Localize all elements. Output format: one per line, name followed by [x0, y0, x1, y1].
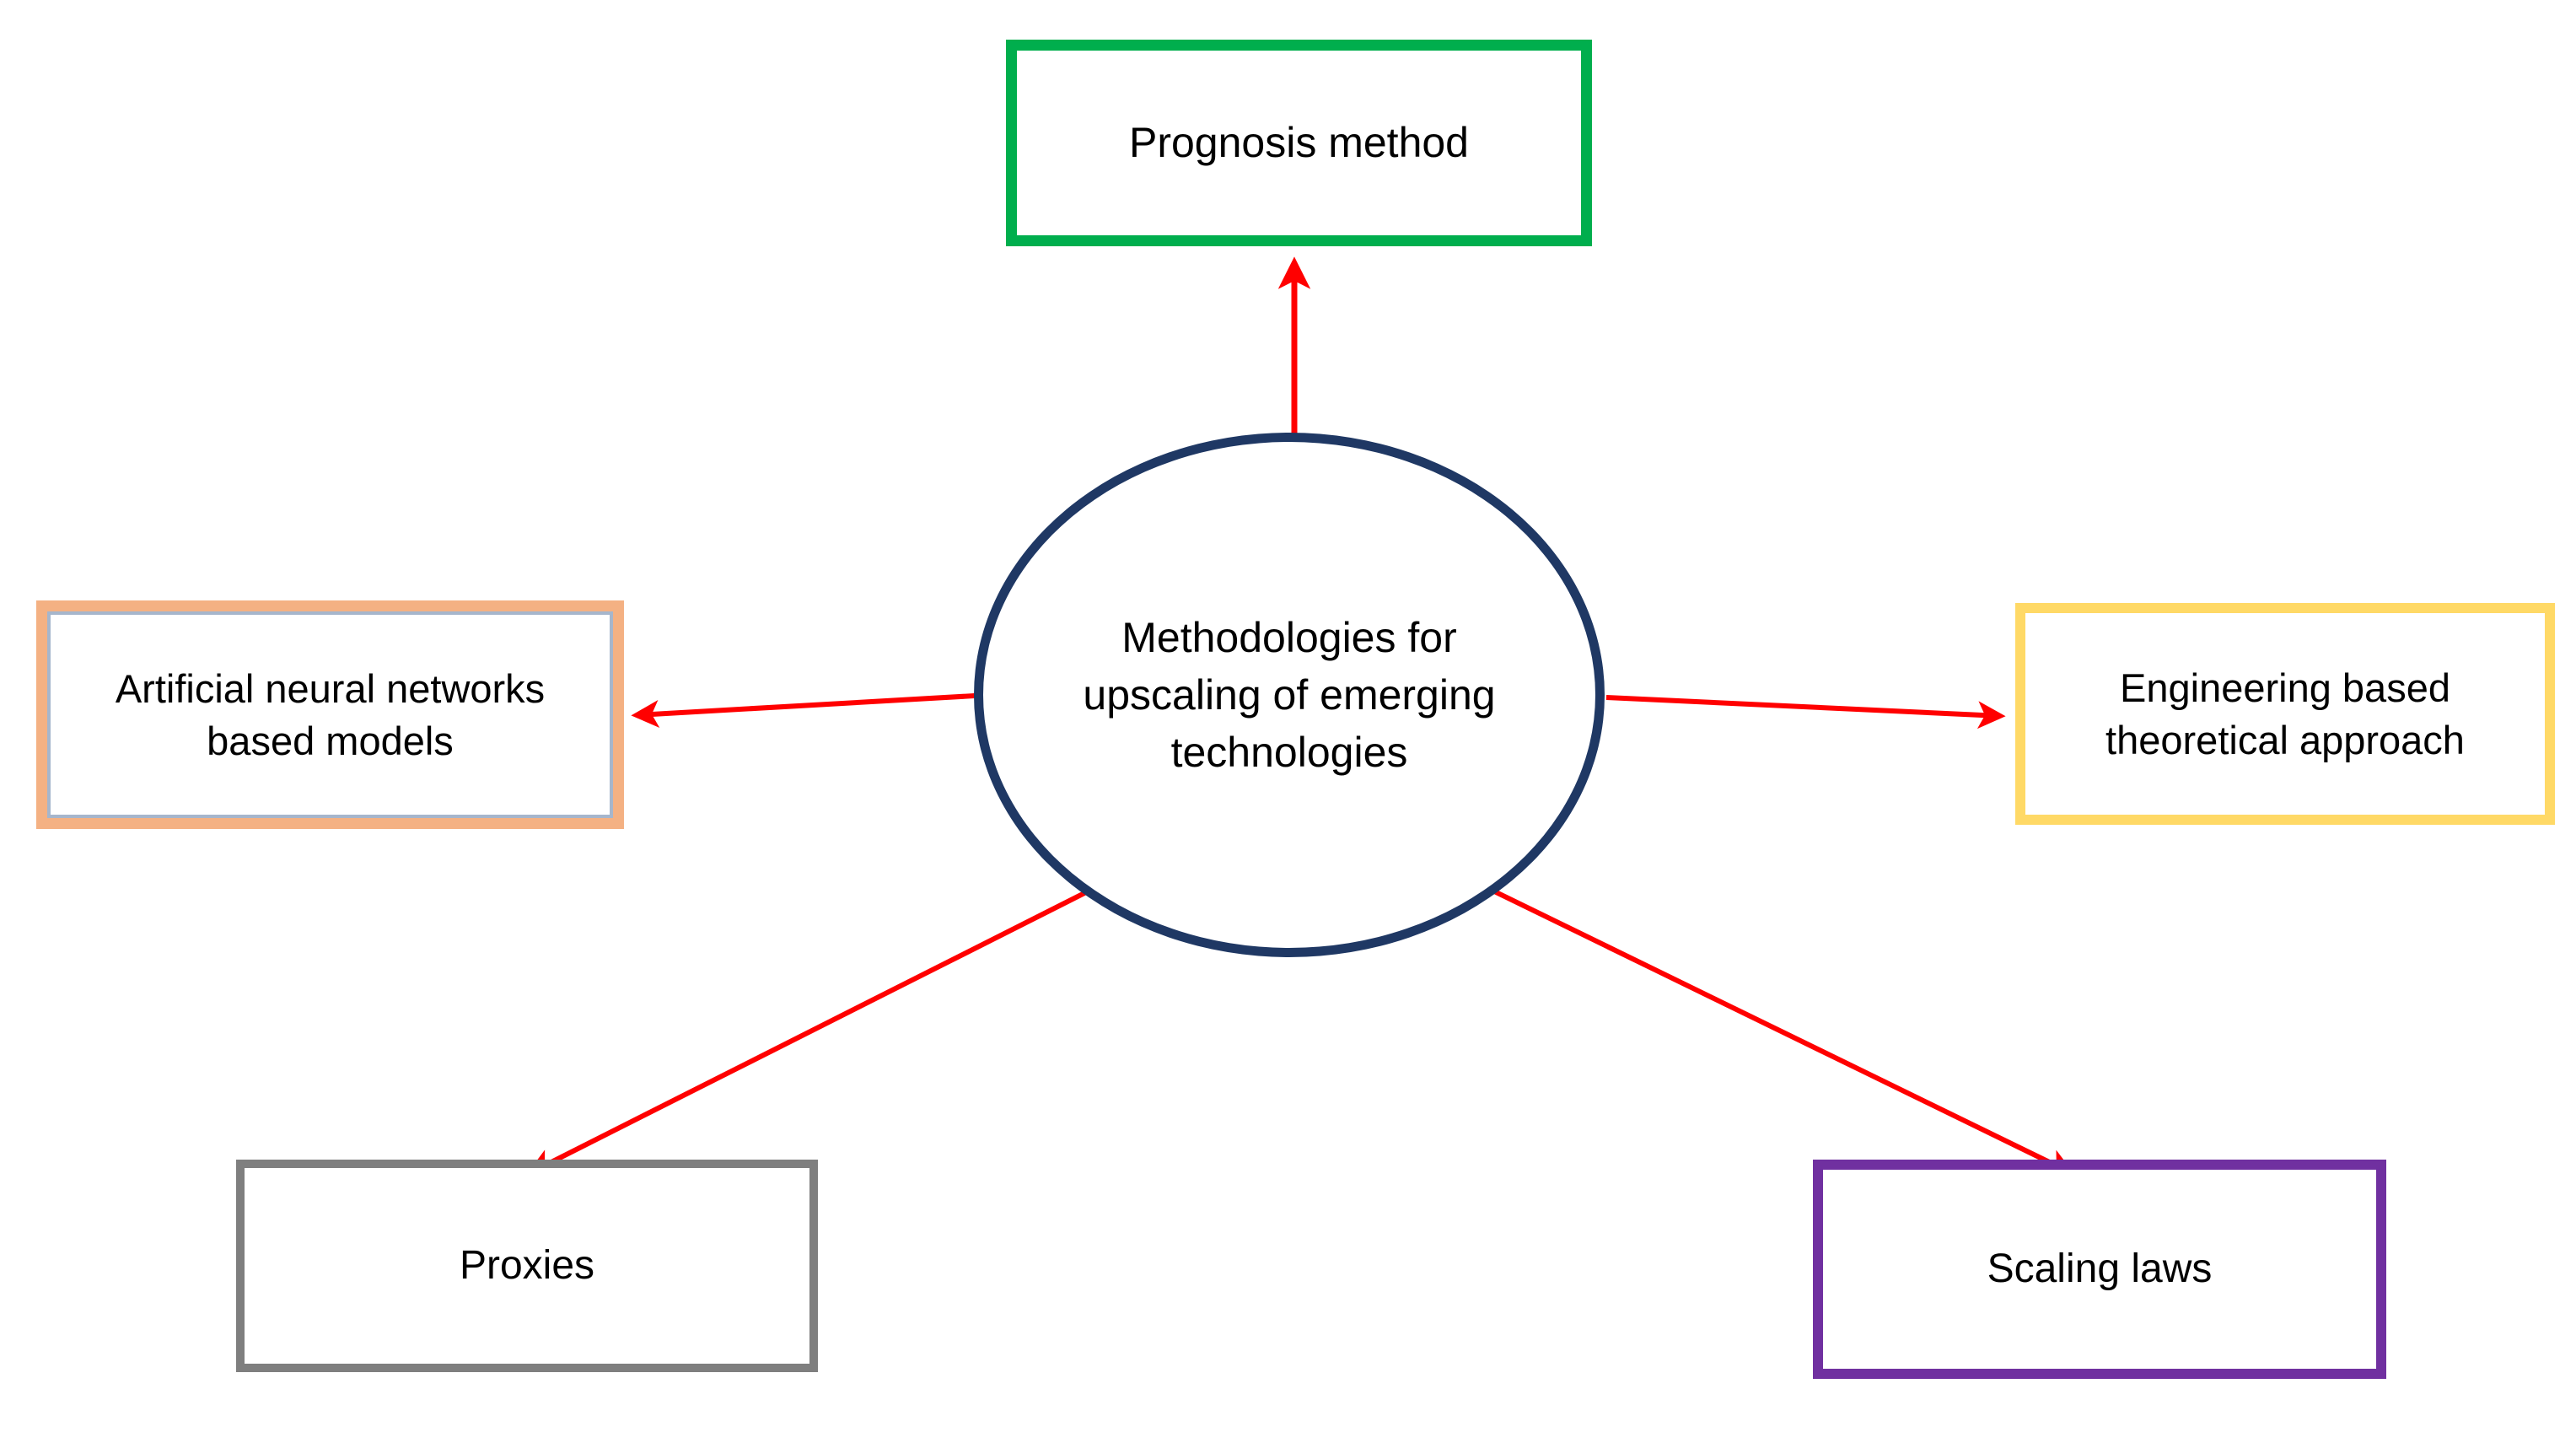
node-prognosis-method[interactable]: Prognosis method	[1006, 40, 1592, 246]
arrow-center-to-scaling-laws	[1482, 884, 2075, 1176]
node-center-methodologies-label: Methodologies for upscaling of emerging …	[1083, 614, 1496, 776]
node-scaling-laws[interactable]: Scaling laws	[1813, 1160, 2386, 1379]
node-center-methodologies[interactable]: Methodologies for upscaling of emerging …	[974, 433, 1605, 957]
arrow-center-to-proxies	[526, 884, 1100, 1175]
node-proxies[interactable]: Proxies	[236, 1160, 818, 1372]
node-artificial-neural-networks-inner-frame: Artificial neural networks based models	[47, 611, 613, 818]
node-engineering-theoretical-approach-label: Engineering based theoretical approach	[2105, 665, 2465, 762]
arrow-center-to-engineering-theoretical	[1605, 695, 2006, 729]
node-engineering-theoretical-approach[interactable]: Engineering based theoretical approach	[2015, 603, 2555, 825]
node-artificial-neural-networks[interactable]: Artificial neural networks based models	[36, 600, 624, 829]
arrow-center-to-artificial-neural-networks	[631, 693, 976, 728]
node-prognosis-method-label: Prognosis method	[1128, 119, 1469, 166]
node-scaling-laws-label: Scaling laws	[1987, 1246, 2213, 1291]
node-proxies-label: Proxies	[459, 1242, 595, 1288]
node-artificial-neural-networks-label: Artificial neural networks based models	[115, 666, 546, 763]
